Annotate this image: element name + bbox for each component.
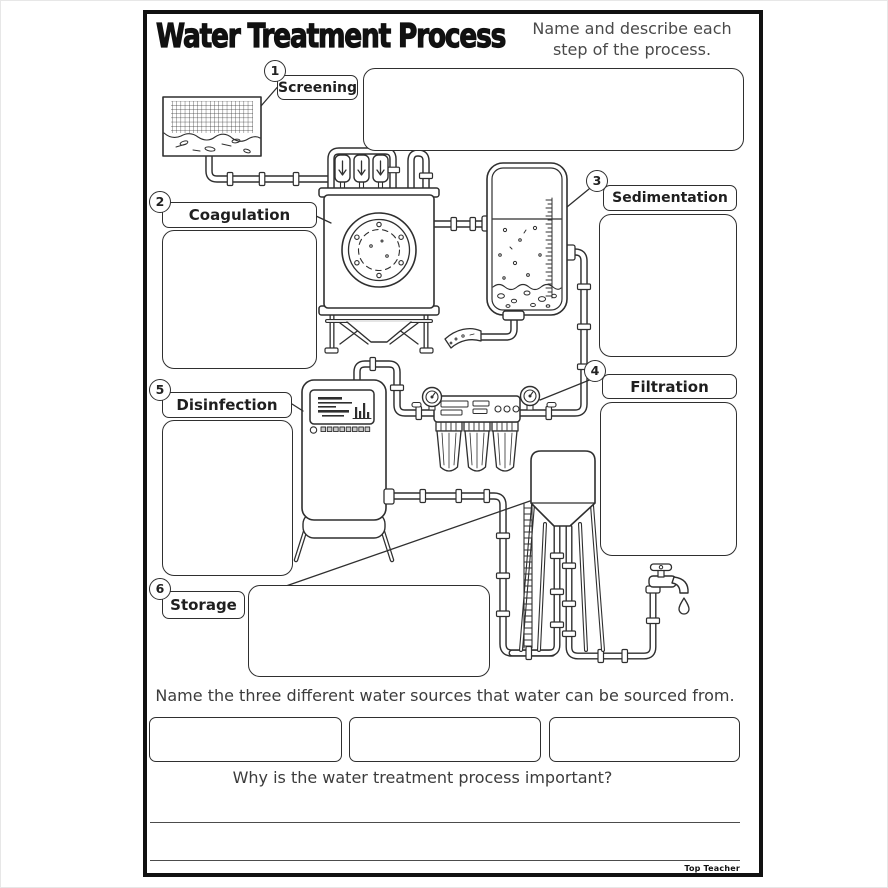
water-source-box-1[interactable] xyxy=(149,717,342,762)
step-1-answer-box[interactable] xyxy=(363,68,744,151)
instruction-text: Name and describe each step of the proce… xyxy=(518,18,746,60)
step-6-number-badge: 6 xyxy=(149,578,171,600)
answer-line-2[interactable] xyxy=(150,860,740,861)
step-4-number-badge: 4 xyxy=(584,360,606,382)
step-6-label: Storage xyxy=(162,591,245,619)
step-5-label: Disinfection xyxy=(162,392,292,418)
brand-logo: Top Teacher xyxy=(684,864,740,873)
step-6-answer-box[interactable] xyxy=(248,585,490,677)
step-1-number-badge: 1 xyxy=(264,60,286,82)
step-3-number-badge: 3 xyxy=(586,170,608,192)
instruction-line-1: Name and describe each xyxy=(532,19,732,38)
step-4-answer-box[interactable] xyxy=(600,402,737,556)
water-source-box-2[interactable] xyxy=(349,717,541,762)
water-sources-question: Name the three different water sources t… xyxy=(155,686,735,705)
step-4-label: Filtration xyxy=(602,374,737,399)
importance-question: Why is the water treatment process impor… xyxy=(232,768,613,787)
step-3-answer-box[interactable] xyxy=(599,214,737,357)
answer-line-1[interactable] xyxy=(150,822,740,823)
step-2-number-badge: 2 xyxy=(149,191,171,213)
step-5-answer-box[interactable] xyxy=(162,420,293,576)
step-3-label: Sedimentation xyxy=(603,185,737,211)
step-2-answer-box[interactable] xyxy=(162,230,317,369)
page-title: Water Treatment Process xyxy=(156,15,507,55)
instruction-line-2: step of the process. xyxy=(552,40,712,60)
water-source-box-3[interactable] xyxy=(549,717,740,762)
step-2-label: Coagulation xyxy=(162,202,317,228)
step-1-label: Screening xyxy=(277,75,358,100)
step-5-number-badge: 5 xyxy=(149,379,171,401)
